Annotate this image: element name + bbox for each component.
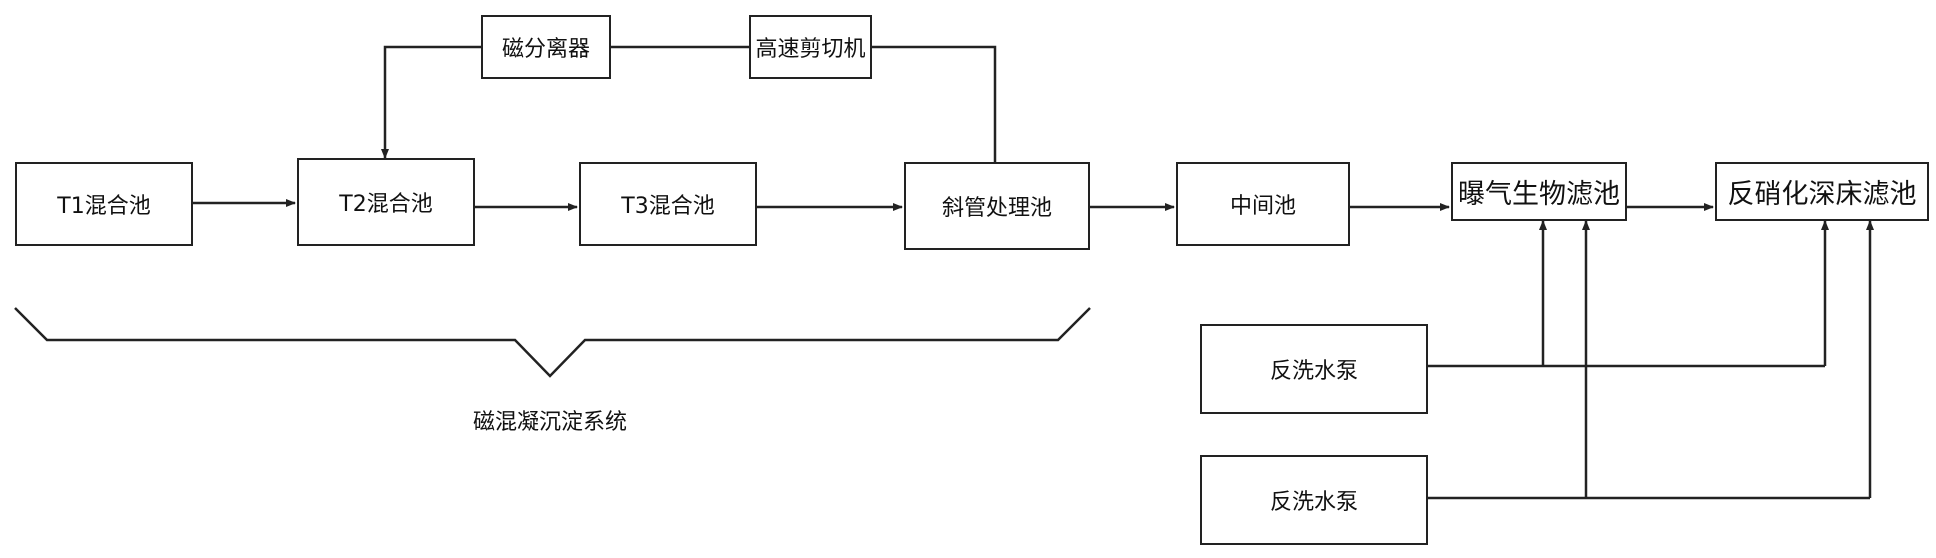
- baf-label: 曝气生物滤池: [1458, 179, 1620, 210]
- arrow-separator-t2: [381, 45, 481, 159]
- inclined-tube-tank: 斜管处理池: [904, 162, 1090, 250]
- t3-label: T3混合池: [621, 194, 715, 219]
- system-brace: [14, 307, 1091, 378]
- intermediate-label: 中间池: [1229, 194, 1296, 219]
- denitrification-label: 反硝化深床滤池: [1727, 179, 1917, 210]
- t1-label: T1混合池: [57, 194, 151, 219]
- t1-mixing-tank: T1混合池: [15, 162, 193, 246]
- backwash-pump-1: 反洗水泵: [1200, 324, 1428, 414]
- recycle-line: [872, 45, 997, 162]
- intermediate-tank: 中间池: [1176, 162, 1350, 246]
- inclined-label: 斜管处理池: [941, 196, 1052, 221]
- high-speed-shear: 高速剪切机: [749, 15, 872, 79]
- shear-label: 高速剪切机: [755, 37, 866, 62]
- t2-label: T2混合池: [339, 192, 433, 217]
- pump2-label: 反洗水泵: [1269, 490, 1358, 515]
- backwash-pump-2: 反洗水泵: [1200, 455, 1428, 545]
- denitrification-deep-bed-filter: 反硝化深床滤池: [1715, 162, 1929, 221]
- system-label: 磁混凝沉淀系统: [472, 410, 627, 435]
- biological-aerated-filter: 曝气生物滤池: [1451, 162, 1627, 221]
- magnetic-separator: 磁分离器: [481, 15, 611, 79]
- t3-mixing-tank: T3混合池: [579, 162, 757, 246]
- t2-mixing-tank: T2混合池: [297, 158, 475, 246]
- pump1-label: 反洗水泵: [1269, 359, 1358, 384]
- separator-label: 磁分离器: [501, 37, 590, 62]
